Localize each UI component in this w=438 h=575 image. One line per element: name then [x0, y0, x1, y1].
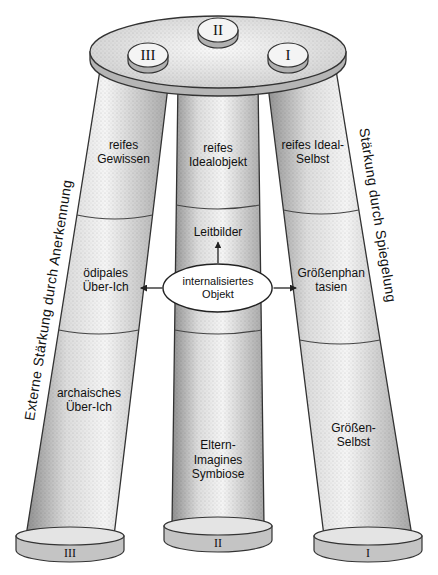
- band-boundary: [176, 205, 259, 209]
- band-boundary: [175, 330, 262, 334]
- pillar-base: III: [14, 526, 126, 564]
- band-text: Größen-Selbst: [315, 421, 391, 450]
- pillar-band: Größen-Selbst: [315, 418, 391, 453]
- pillar-texture: [266, 70, 412, 536]
- band-boundary: [300, 340, 380, 344]
- pillar-right: [266, 70, 412, 536]
- roman-disc: I: [266, 41, 310, 77]
- arrow-connector: [141, 287, 163, 288]
- pillar-base: II: [162, 516, 274, 554]
- ellipse-outline: [163, 264, 272, 312]
- band-text: Größenphantasien: [296, 266, 366, 295]
- pillar-band: ödipales Über-Ich: [71, 263, 141, 298]
- pillar-band: Größenphantasien: [296, 263, 366, 298]
- table-texture: [90, 16, 346, 88]
- pillar-band: archaisches Über-Ich: [52, 383, 127, 418]
- band-text: reifes Gewissen: [91, 138, 156, 167]
- pillar-band: reifes Idealobjekt: [181, 138, 255, 173]
- band-text: reifes Idealobjekt: [181, 141, 255, 170]
- roman-numeral: II: [196, 22, 240, 38]
- band-text: reifes Ideal-Selbst: [280, 138, 345, 167]
- roman-numeral: III: [14, 547, 126, 560]
- center-ellipse: internalisiertes Objekt: [162, 263, 273, 313]
- base-top: [314, 527, 422, 545]
- pillar-base: I: [312, 526, 424, 564]
- pillar-outline: [266, 70, 412, 536]
- pillar-body: [266, 70, 412, 536]
- roman-numeral: I: [312, 547, 424, 560]
- roman-disc: II: [196, 16, 240, 52]
- side-caption-box: Externe Stärkung durch Anerkennung: [21, 178, 75, 421]
- band-text: Leitbilder: [180, 225, 256, 239]
- arrow-connector: [274, 287, 297, 288]
- table-top: [90, 16, 346, 96]
- roman-numeral: II: [162, 537, 274, 550]
- roman-numeral: I: [266, 47, 310, 63]
- table-surface: [90, 16, 346, 88]
- pillar-band: reifes Ideal-Selbst: [280, 135, 345, 170]
- arrow-connector: [217, 242, 218, 263]
- band-boundary: [59, 330, 139, 334]
- band-text: archaisches Über-Ich: [52, 386, 127, 415]
- base-top: [16, 527, 124, 545]
- pillar-band: Leitbilder: [180, 222, 256, 242]
- base-top: [164, 517, 272, 535]
- side-caption: Externe Stärkung durch Anerkennung: [21, 178, 75, 421]
- roman-disc: III: [126, 41, 170, 77]
- band-text: Eltern-Imagines Symbiose: [177, 438, 259, 481]
- pillar-band: Eltern-Imagines Symbiose: [177, 435, 259, 484]
- pillar-band: reifes Gewissen: [91, 135, 156, 170]
- band-text: ödipales Über-Ich: [71, 266, 141, 295]
- roman-numeral: III: [126, 47, 170, 63]
- band-boundary: [283, 210, 358, 214]
- band-text: internalisiertes Objekt: [178, 275, 258, 301]
- band-boundary: [77, 215, 153, 219]
